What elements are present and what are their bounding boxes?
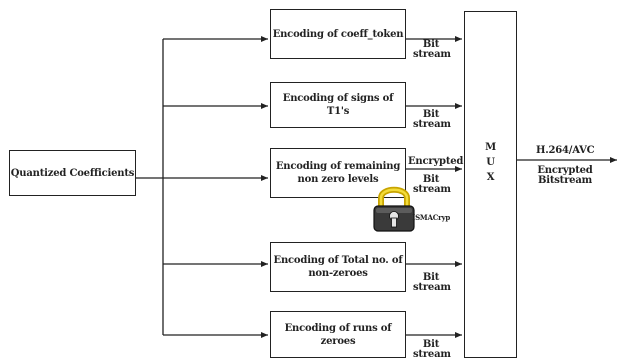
mux-letter: M: [485, 142, 496, 153]
encoder-label: Encoding of remaining non zero levels: [275, 161, 401, 185]
bit-stream-label: Bit stream: [413, 272, 451, 293]
output-description-label: Encrypted Bitstream: [537, 165, 593, 186]
input-box: Quantized Coefficients: [9, 150, 136, 196]
ismacryp-label: ISMACryp: [412, 213, 451, 222]
input-label: Quantized Coefficients: [10, 167, 135, 179]
encoder-label: Encoding of Total no. of non-zeroes: [273, 255, 403, 279]
bit-stream-label: Bit stream: [413, 174, 451, 195]
bit-stream-label: Bit stream: [413, 339, 451, 360]
encoder-box-total-nonzeroes: Encoding of Total no. of non-zeroes: [270, 242, 406, 292]
encoder-label: Encoding of runs of zeroes: [284, 322, 392, 347]
encrypted-label: Encrypted: [408, 156, 464, 167]
mux-block: M U X: [464, 11, 517, 358]
encoder-box-signs-t1: Encoding of signs of T1's: [270, 82, 406, 128]
mux-letter: X: [486, 172, 495, 183]
output-format-label: H.264/AVC: [536, 145, 595, 156]
bit-stream-label: Bit stream: [413, 109, 451, 130]
encoder-box-runs-of-zeroes: Encoding of runs of zeroes: [270, 311, 406, 358]
padlock-icon: [373, 186, 415, 232]
mux-letter: U: [486, 157, 495, 168]
bit-stream-label: Bit stream: [413, 39, 451, 60]
encoder-label: Encoding of coeff_token: [272, 28, 404, 40]
encoder-box-coeff-token: Encoding of coeff_token: [270, 9, 406, 59]
encoder-label: Encoding of signs of T1's: [282, 93, 394, 117]
